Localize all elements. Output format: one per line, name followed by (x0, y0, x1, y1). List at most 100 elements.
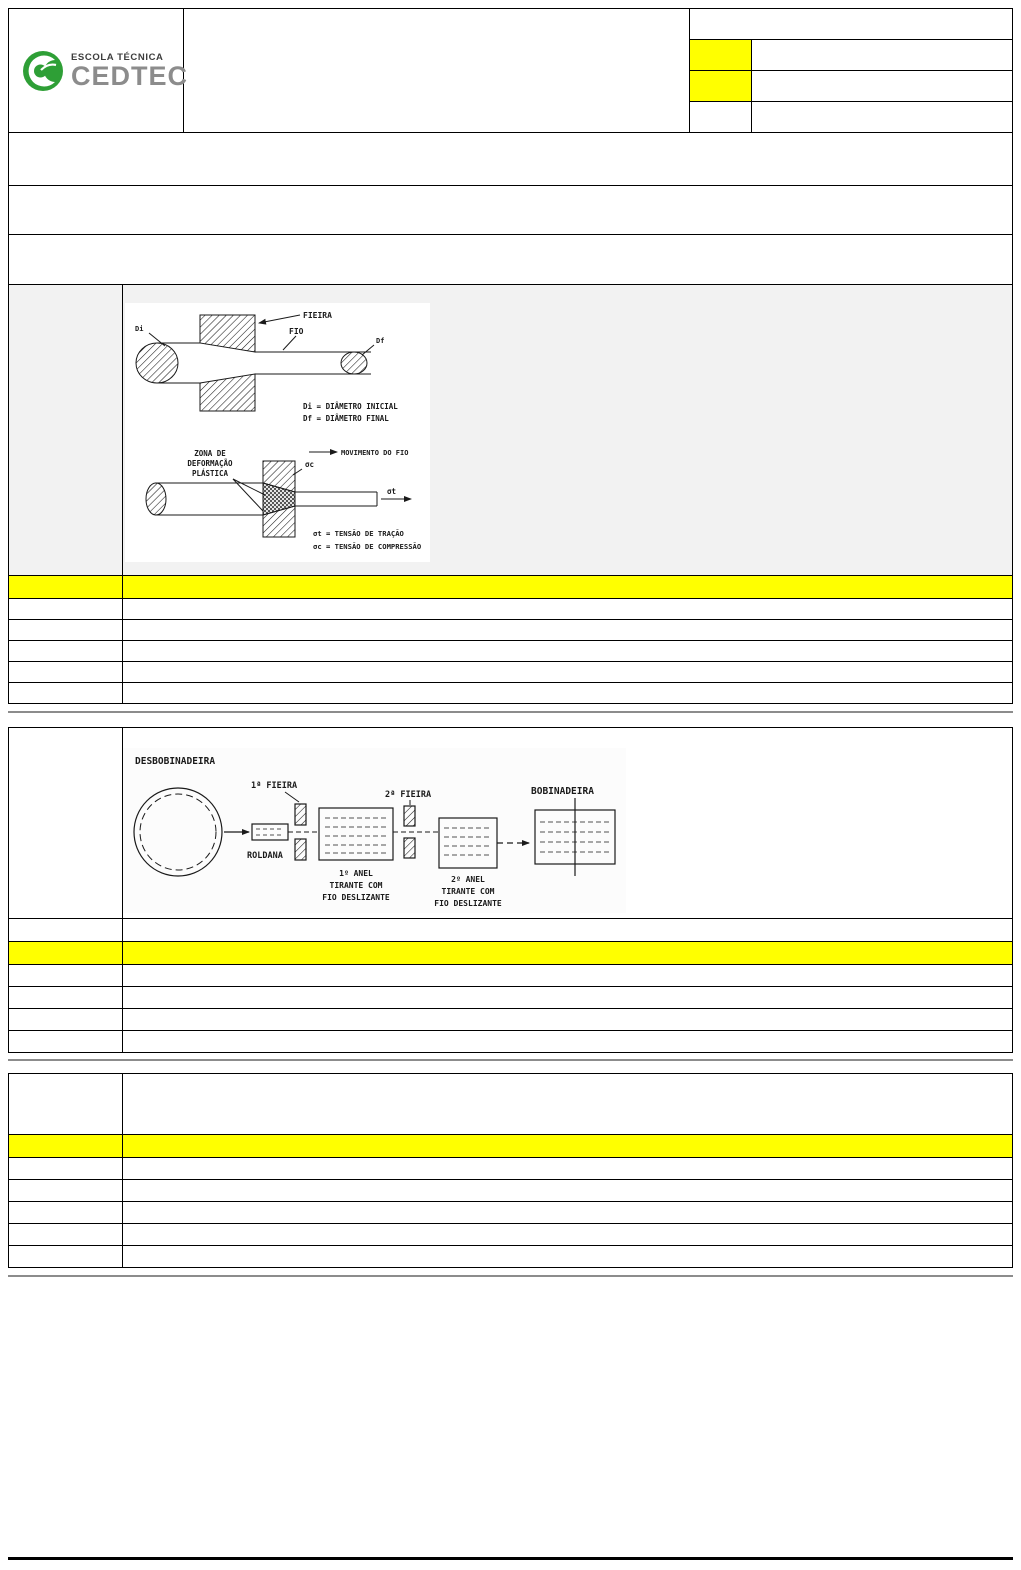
answer-line-left-cell (9, 1009, 123, 1030)
logo-name: CEDTEC (71, 60, 189, 91)
label-zona-line1: ZONA DE (194, 449, 226, 458)
info-row-3-highlight-cell (690, 71, 752, 101)
band-row-3 (8, 234, 1013, 285)
answer-line-cell (123, 683, 1012, 703)
fieira2-die (403, 805, 416, 827)
section1-question-number-cell (9, 576, 123, 598)
band-row-1 (8, 132, 1013, 186)
label-fio: FIO (289, 327, 304, 336)
label-fieira1: 1ª FIEIRA (251, 781, 297, 791)
fieira1-die (294, 803, 307, 826)
answer-line-cell (123, 641, 1012, 661)
label-anel2-line2: TIRANTE COM (442, 887, 495, 896)
answer-line-left-cell (9, 641, 123, 661)
line-diagram-shapes (133, 787, 616, 877)
answer-line-cell (123, 662, 1012, 682)
diagram1-bottom-labels: ZONA DE DEFORMAÇÃO PLÁSTICA MOVIMENTO DO… (187, 449, 421, 551)
diagram1-top-labels: FIEIRA FIO Di Df Di = DIÂMETRO INICIAL D… (135, 311, 398, 423)
label-anel2-line1: 2º ANEL (451, 875, 485, 884)
diagram2-labels: DESBOBINADEIRA ROLDANA 1ª FIEIRA 1º ANEL… (135, 756, 594, 908)
section3-question-number-cell (9, 1135, 123, 1157)
info-row-3-value-cell (752, 71, 1012, 101)
die-bottom-half (199, 373, 256, 412)
section1-table: FIEIRA FIO Di Df Di = DIÂMETRO INICIAL D… (8, 284, 1013, 704)
label-di: Di (135, 325, 143, 333)
answer-line-left-cell (9, 599, 123, 619)
label-anel1-line2: TIRANTE COM (330, 881, 383, 890)
label-sigma-t: σt (387, 487, 396, 496)
logo-school-type: ESCOLA TÉCNICA (71, 51, 164, 63)
section1-diagram-cell: FIEIRA FIO Di Df Di = DIÂMETRO INICIAL D… (123, 285, 1012, 575)
label-sigma-c: σc (305, 460, 314, 469)
wire-initial-section (135, 342, 179, 384)
section3-answer-line-5 (9, 1245, 1012, 1267)
label-zona-line2: DEFORMAÇÃO (187, 459, 233, 468)
answer-line-left-cell (9, 1031, 123, 1052)
legend-sigma-t: σt = TENSÃO DE TRAÇÃO (313, 529, 404, 538)
label-fieira2: 2ª FIEIRA (385, 790, 431, 800)
legend-df: Df = DIÂMETRO FINAL (303, 414, 389, 423)
section1-diagram-left-col (9, 285, 123, 575)
header-table: ESCOLA TÉCNICA CEDTEC (8, 8, 1013, 133)
info-row-2-highlight-cell (690, 40, 752, 70)
answer-line-left-cell (9, 620, 123, 640)
info-row-1 (690, 9, 1012, 39)
label-roldana: ROLDANA (247, 851, 283, 861)
section1-question-text-cell (123, 576, 1012, 598)
section2-answer-line-1 (9, 964, 1012, 986)
section2-answer-line-2 (9, 986, 1012, 1008)
section3-answer-line-4 (9, 1223, 1012, 1245)
diagram1-scan: FIEIRA FIO Di Df Di = DIÂMETRO INICIAL D… (125, 303, 430, 562)
section2-table: DESBOBINADEIRA ROLDANA 1ª FIEIRA 1º ANEL… (8, 727, 1013, 1053)
wire-drawing-die-diagram: FIEIRA FIO Di Df Di = DIÂMETRO INICIAL D… (135, 311, 421, 551)
section1-answer-line-4 (9, 661, 1012, 682)
label-movimento: MOVIMENTO DO FIO (341, 449, 408, 457)
section2-diagram-cell: DESBOBINADEIRA ROLDANA 1ª FIEIRA 1º ANEL… (123, 728, 1012, 918)
desbobinadeira-coil (133, 787, 223, 877)
label-anel2-line3: FIO DESLIZANTE (434, 899, 502, 908)
section1-answer-line-2 (9, 619, 1012, 640)
document-content: ESCOLA TÉCNICA CEDTEC (8, 8, 1013, 1277)
answer-line-cell (123, 919, 1012, 941)
cedtec-logo: ESCOLA TÉCNICA CEDTEC (21, 49, 188, 93)
answer-line-cell (123, 987, 1012, 1008)
section-divider-3 (8, 1275, 1013, 1277)
answer-line-left-cell (9, 919, 123, 941)
answer-line-cell (123, 1202, 1012, 1223)
section3-question-text-cell (123, 1135, 1012, 1157)
answer-line-cell (123, 599, 1012, 619)
section2-blank-row (9, 918, 1012, 941)
label-desbobinadeira: DESBOBINADEIRA (135, 756, 215, 767)
answer-line-left-cell (9, 965, 123, 986)
section3-table (8, 1073, 1013, 1268)
info-row-4-value-cell (752, 102, 1012, 132)
section2-answer-line-4 (9, 1030, 1012, 1052)
roldana-shape (251, 823, 289, 841)
section3-blank-cell (123, 1074, 1012, 1134)
answer-line-cell (123, 1009, 1012, 1030)
section2-answer-line-3 (9, 1008, 1012, 1030)
info-row-4 (690, 101, 1012, 132)
section3-question-row (9, 1134, 1012, 1157)
section2-question-text-cell (123, 942, 1012, 964)
answer-line-cell (123, 1031, 1012, 1052)
section2-diagram-row: DESBOBINADEIRA ROLDANA 1ª FIEIRA 1º ANEL… (9, 728, 1012, 918)
answer-line-left-cell (9, 1158, 123, 1179)
answer-line-left-cell (9, 987, 123, 1008)
section3-left-col (9, 1074, 123, 1134)
page-footer-rule (8, 1557, 1013, 1560)
label-anel1-line3: FIO DESLIZANTE (322, 893, 390, 902)
section2-question-row (9, 941, 1012, 964)
anel1-tank (318, 807, 394, 861)
section1-diagram-row: FIEIRA FIO Di Df Di = DIÂMETRO INICIAL D… (9, 285, 1012, 575)
answer-line-cell (123, 1158, 1012, 1179)
anel2-tank (438, 817, 498, 869)
answer-line-left-cell (9, 1202, 123, 1223)
legend-sigma-c: σc = TENSÃO DE COMPRESSÃO (313, 542, 421, 551)
section-divider-2 (8, 1059, 1013, 1061)
die-top-half (199, 314, 256, 353)
wire-final-section (340, 351, 368, 375)
cedtec-logo-icon (23, 50, 63, 91)
section2-diagram-left-col (9, 728, 123, 918)
